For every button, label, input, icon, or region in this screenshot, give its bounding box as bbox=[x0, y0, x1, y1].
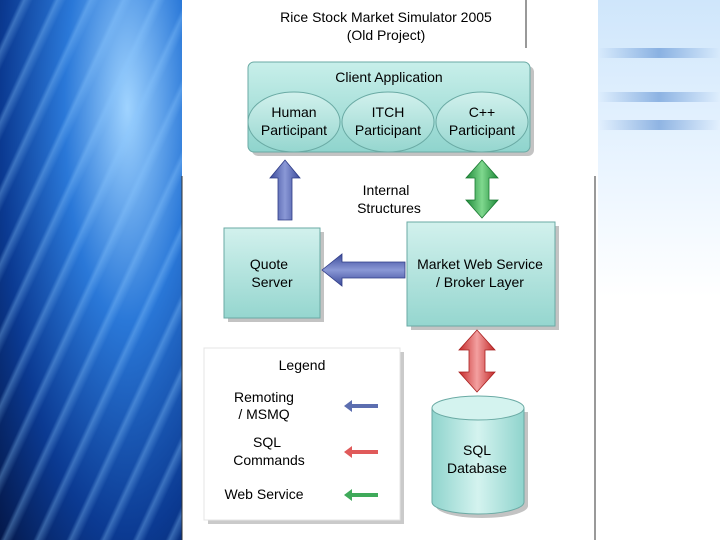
market-web-service-line1: Market Web Service bbox=[417, 256, 543, 272]
quote-server-line1: Quote bbox=[250, 256, 288, 272]
background-right bbox=[598, 0, 720, 540]
quote-server-line2: Server bbox=[251, 274, 293, 290]
quote-server-box: Quote Server bbox=[223, 227, 324, 322]
sql-database-cylinder: SQL Database bbox=[431, 395, 528, 518]
market-web-service-line2: / Broker Layer bbox=[436, 274, 524, 290]
human-participant-node: Human Participant bbox=[247, 91, 341, 153]
remoting-arrow-up bbox=[269, 159, 301, 221]
webservice-arrow-double bbox=[465, 159, 499, 219]
legend-remoting-line2: / MSMQ bbox=[238, 406, 289, 422]
legend-remoting-arrow-icon bbox=[344, 400, 378, 412]
itch-participant-line1: ITCH bbox=[372, 104, 405, 120]
remoting-arrow-left bbox=[321, 253, 406, 287]
sql-database-line1: SQL bbox=[463, 442, 491, 458]
cpp-participant-line2: Participant bbox=[449, 122, 515, 138]
itch-participant-node: ITCH Participant bbox=[341, 91, 435, 153]
diagram-title-line2: (Old Project) bbox=[347, 27, 426, 43]
human-participant-line2: Participant bbox=[261, 122, 327, 138]
background-left bbox=[0, 0, 182, 540]
market-web-service-box: Market Web Service / Broker Layer bbox=[406, 221, 559, 330]
cpp-participant-line1: C++ bbox=[469, 104, 495, 120]
legend-sql-arrow-icon bbox=[344, 446, 378, 458]
sql-database-line2: Database bbox=[447, 460, 507, 476]
legend-webservice-label: Web Service bbox=[224, 486, 303, 502]
legend-sql-line1: SQL bbox=[253, 434, 281, 450]
human-participant-line1: Human bbox=[271, 104, 316, 120]
legend-webservice-arrow-icon bbox=[344, 489, 378, 501]
internal-structures-line2: Structures bbox=[357, 200, 421, 216]
client-application-box: Client Application Human Participant ITC… bbox=[247, 61, 534, 156]
legend-title: Legend bbox=[279, 357, 326, 373]
client-application-label: Client Application bbox=[335, 69, 442, 85]
internal-structures-line1: Internal bbox=[363, 182, 410, 198]
cpp-participant-node: C++ Participant bbox=[435, 91, 529, 153]
itch-participant-line2: Participant bbox=[355, 122, 421, 138]
diagram-title-line1: Rice Stock Market Simulator 2005 bbox=[280, 9, 492, 25]
legend-remoting-line1: Remoting bbox=[234, 389, 294, 405]
legend-sql-line2: Commands bbox=[233, 452, 305, 468]
legend-box: Legend Remoting / MSMQ SQL Commands Web … bbox=[203, 347, 404, 524]
sql-arrow-double bbox=[458, 329, 496, 393]
